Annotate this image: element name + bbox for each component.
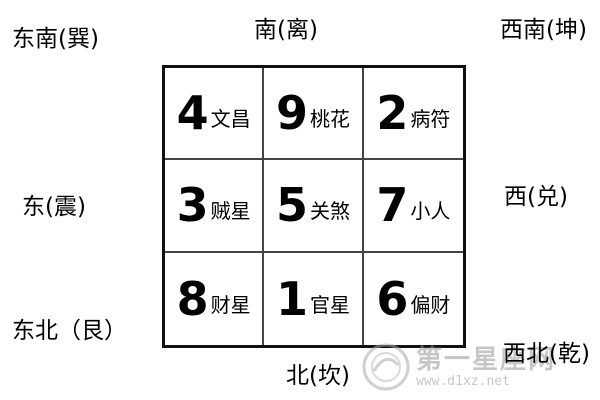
grid-cell-south: 9 桃花 — [264, 68, 364, 161]
direction-east: 东(震) — [22, 194, 86, 220]
cell-star-label: 关煞 — [310, 199, 350, 224]
grid-cell-east: 3 贼星 — [165, 160, 265, 253]
cell-star-label: 病符 — [410, 107, 451, 132]
cell-number: 3 — [176, 178, 209, 233]
cell-number: 1 — [275, 271, 308, 326]
nine-palace-grid: 4 文昌 9 桃花 2 病符 3 贼星 5 关煞 7 小人 8 财星 1 官星 … — [162, 65, 466, 348]
cell-star-label: 财星 — [210, 292, 251, 317]
watermark-url: www.d1xz.net — [416, 373, 510, 389]
direction-north: 北(坎) — [286, 363, 350, 389]
direction-southwest: 西南(坤) — [500, 17, 587, 43]
grid-cell-west: 7 小人 — [363, 160, 463, 253]
watermark-logo-icon — [362, 343, 410, 391]
cell-number: 7 — [376, 178, 409, 233]
cell-number: 5 — [275, 178, 308, 233]
cell-number: 4 — [176, 86, 209, 141]
cell-number: 9 — [275, 86, 308, 141]
cell-star-label: 官星 — [310, 292, 350, 317]
grid-cell-center: 5 关煞 — [264, 160, 364, 253]
direction-northwest: 西北(乾) — [503, 341, 590, 367]
cell-star-label: 文昌 — [210, 107, 251, 132]
cell-number: 6 — [376, 271, 409, 326]
cell-star-label: 偏财 — [410, 292, 451, 317]
grid-cell-southwest: 2 病符 — [363, 68, 463, 161]
direction-southeast: 东南(巽) — [12, 26, 99, 52]
direction-south: 南(离) — [254, 17, 318, 43]
cell-star-label: 桃花 — [310, 107, 350, 132]
direction-west: 西(兑) — [504, 184, 568, 210]
grid-cell-northeast: 8 财星 — [165, 252, 265, 345]
grid-cell-north: 1 官星 — [264, 252, 364, 345]
direction-northeast: 东北（艮） — [12, 318, 127, 344]
cell-number: 2 — [376, 86, 409, 141]
cell-star-label: 小人 — [410, 199, 451, 224]
grid-cell-northwest: 6 偏财 — [364, 253, 463, 345]
cell-star-label: 贼星 — [210, 199, 251, 224]
grid-cell-southeast: 4 文昌 — [165, 68, 265, 161]
cell-number: 8 — [176, 271, 209, 326]
